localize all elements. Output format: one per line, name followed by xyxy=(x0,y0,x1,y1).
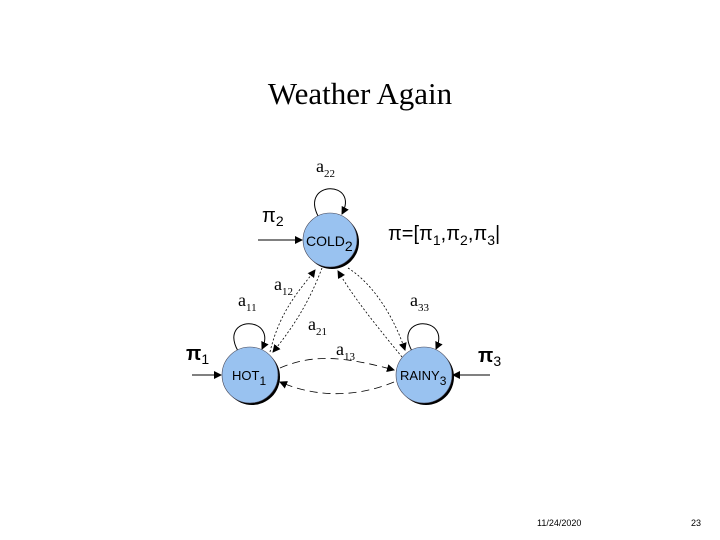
label-pi1: π1 xyxy=(186,343,209,367)
self-loop-a11 xyxy=(233,323,269,352)
label-a12: a12 xyxy=(274,274,293,298)
edge-cold-hot xyxy=(272,267,323,353)
edge-rainy-hot xyxy=(279,381,395,395)
label-pi3: π3 xyxy=(478,345,501,369)
label-a11: a11 xyxy=(238,290,257,314)
slide-title: Weather Again xyxy=(267,76,453,111)
node-rainy: RAINY3 xyxy=(395,346,454,405)
label-a33: a33 xyxy=(410,290,430,314)
svg-text:COLD2: COLD2 xyxy=(306,233,353,254)
label-pi2: π2 xyxy=(262,205,284,229)
svg-text:HOT1: HOT1 xyxy=(232,368,266,388)
node-cold: COLD2 xyxy=(302,212,359,269)
edge-cold-rainy xyxy=(347,267,407,351)
self-loop-a33 xyxy=(407,323,443,352)
edge-hot-rainy xyxy=(279,358,395,372)
svg-text:RAINY3: RAINY3 xyxy=(400,368,447,388)
label-a22: a22 xyxy=(316,156,335,180)
pi-vector: π=[π1,π2,π3| xyxy=(388,223,500,248)
label-a21: a21 xyxy=(308,314,327,338)
node-hot: HOT1 xyxy=(221,346,280,405)
self-loop-a22 xyxy=(314,188,349,217)
page-number: 23 xyxy=(691,518,702,528)
edge-rainy-cold xyxy=(337,270,403,358)
edge-hot-cold xyxy=(269,269,316,353)
label-a13: a13 xyxy=(336,339,356,363)
footer-date: 11/24/2020 xyxy=(537,518,582,528)
